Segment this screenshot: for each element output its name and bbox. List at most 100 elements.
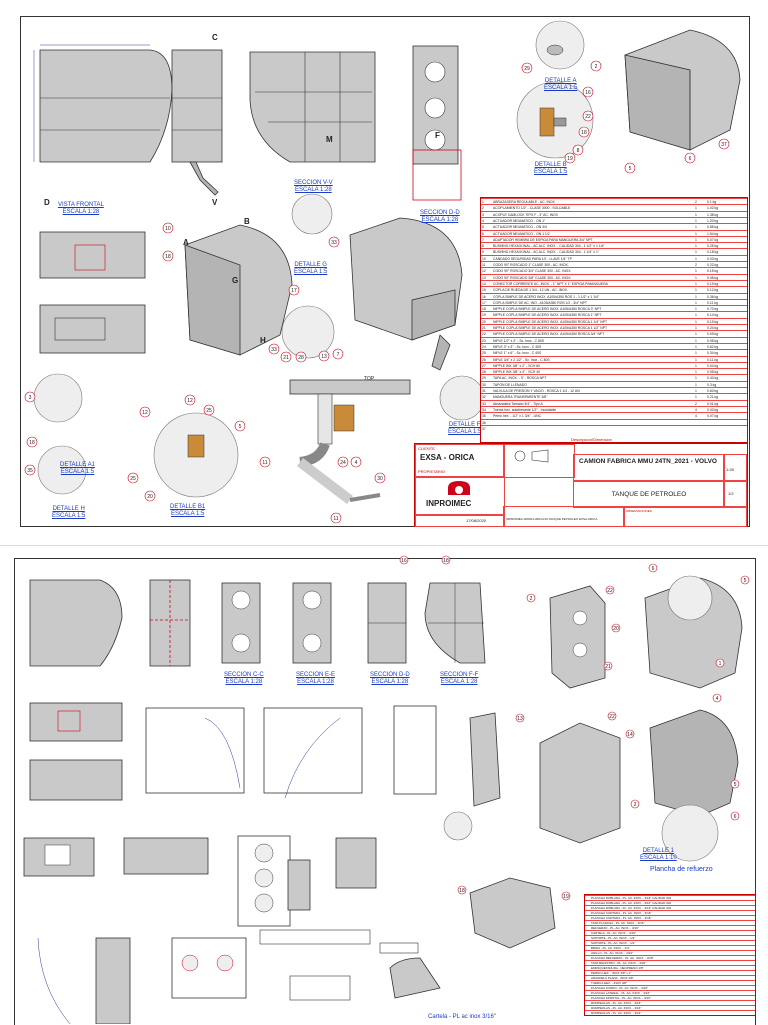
- bom-cell-item: 37: [482, 426, 486, 431]
- bom-cell-w: 0.07 kg: [707, 414, 719, 419]
- observations-cell: OBSERVACIONES: [623, 506, 747, 527]
- detail-circles-sheet-1: [33, 193, 485, 498]
- row-3-views: [23, 835, 556, 949]
- bom-cell-desc: NIPPLE INX 3/8" x 2" - SCH 80: [493, 363, 541, 368]
- bom-cell-qty: 2: [695, 200, 697, 204]
- bom-cell-qty: 1: [695, 332, 697, 337]
- bom-row: TUERCA HEX. - INOX 3/8": [585, 980, 755, 986]
- bom-row: 36: [481, 418, 747, 426]
- row-2-views: [29, 702, 739, 862]
- bom-cell-w: 0.3 kg: [707, 382, 717, 387]
- bom-cell-desc: VALVULA DE PRESION Y VACIO - ROSCA 1 1/4…: [493, 389, 580, 393]
- bom-cell-desc: CODO 90° ROSCADO 3/8" CLASE 300 - AC. IN…: [493, 275, 572, 280]
- bom-cell-qty: 1: [695, 307, 697, 312]
- bom-cell-w: 0.08 kg: [707, 275, 719, 280]
- bom-cell-item: 14: [482, 281, 486, 286]
- bom-row: PLANCHA DOBLADA - PL. AC. INOX. - 3/16" …: [585, 900, 755, 906]
- svg-text:37: 37: [721, 142, 727, 148]
- bom-cell-desc: COPLA SIMPLE DE ACERO INOX. A105/A350 RO…: [493, 294, 600, 299]
- drawing-sheet-2: 16 18 2 22 20 21 6 5 1 4 13 22 14 2 6 5 …: [0, 548, 768, 1025]
- bom-cell-qty: 1: [695, 256, 697, 261]
- svg-text:19: 19: [563, 894, 569, 900]
- svg-text:21: 21: [283, 355, 289, 361]
- bom-cell-w: 0.15 kg: [707, 269, 719, 274]
- svg-text:3: 3: [29, 395, 32, 401]
- svg-text:18: 18: [443, 558, 449, 564]
- drawing-title: TANQUE DE PETROLEO: [611, 491, 687, 498]
- detail-circle-top: [516, 20, 594, 159]
- bom-row: PLANCHA LATERAL - PL. AC. INOX. - 3/16": [585, 990, 755, 996]
- bom-cell-w: 0.11 kg: [707, 357, 718, 362]
- bom-cell-item: 21: [482, 326, 486, 330]
- owner-label: PROPIETARIO: [418, 469, 446, 474]
- drawing-sheet-1: 29 2 16 22 18 8 19 37 6 5 10 18 17 33 33…: [0, 16, 768, 546]
- bom-cell-item: 35: [482, 414, 486, 419]
- bom-cell-item: 9: [482, 250, 484, 255]
- svg-text:18: 18: [165, 254, 171, 260]
- svg-text:33: 33: [331, 240, 337, 246]
- svg-text:25: 25: [130, 476, 136, 482]
- bom-cell-qty: 1: [695, 275, 697, 280]
- bom-cell-w: 0.12 kg: [707, 288, 719, 293]
- bom-cell-qty: 1: [695, 231, 697, 236]
- bom-cell-w: 0.03 kg: [707, 407, 719, 412]
- sheet-2-drawing: 16 18 2 22 20 21 6 5 1 4 13 22 14 2 6 5 …: [23, 555, 750, 1024]
- bom-cell-desc: ACTUADOR NEUMATICO - ON 1 1/2: [493, 231, 550, 236]
- bom-cell-desc: MANGUERA TRANSPARENTE 3/8": [493, 395, 548, 400]
- bom-cell-qty: 1: [695, 281, 697, 286]
- bom-cell-qty: 1: [695, 237, 697, 242]
- bom-cell-desc: PLANCHA CORTADA - PL. AC. INOX. - 3/16": [591, 916, 652, 920]
- bom-cell-w: 0.07 kg: [707, 237, 719, 242]
- bom-cell-desc: NIPPLE COPLA SIMPLE DE ACERO INOX. A105/…: [493, 313, 602, 318]
- bom-cell-w: 0.40 kg: [707, 376, 719, 381]
- svg-text:6: 6: [734, 814, 737, 820]
- bom-cell-item: 31: [482, 389, 486, 393]
- bom-cell-desc: NIPPLE COPLA SIMPLE DE ACERO INOX. A105/…: [493, 319, 608, 324]
- bom-cell-desc: TAPA AC. INOX. - 3" - ROSCA NPT: [493, 376, 547, 381]
- bom-cell-item: 15: [482, 288, 486, 293]
- bom-cell-desc: Tuerca hex. autofrenante 1/2" - Inoxidab…: [493, 407, 557, 412]
- bom-cell-desc: NIPLE 3" x 3" - Sc. Inox - C 40S: [493, 344, 542, 349]
- svg-text:22: 22: [585, 114, 591, 120]
- title-cell: TANQUE DE PETROLEO: [573, 480, 725, 508]
- bom-row: ROMPEOLAS - PL. AC. INOX. - 3/16": [585, 1010, 755, 1016]
- bom-cell-desc: NIPLE 3/4" x 2 1/2" - Sc. Inox - C 80S: [493, 357, 550, 362]
- bom-cell-item: 4: [482, 218, 484, 223]
- bom-cell-qty: 1: [695, 382, 697, 387]
- section-d-d-tank: [412, 45, 462, 201]
- project-name: CAMION FABRICA MMU 24TN_2021 - VOLVO: [579, 458, 717, 465]
- svg-text:20: 20: [613, 626, 619, 632]
- sheet-2-border: [14, 558, 756, 1025]
- svg-text:35: 35: [27, 468, 33, 474]
- bom-row: 37: [481, 424, 747, 432]
- bom-cell-item: 20: [482, 319, 486, 324]
- bom-cell-desc: NIPLE 1/2" x 2" - Sc. Inox - C 80S: [493, 338, 545, 343]
- svg-text:33: 33: [271, 347, 277, 353]
- bom-row: PLANCHA REFUERZO - PL. AC. INOX. - 3/16": [585, 955, 755, 961]
- sheet-number: 1/2: [728, 491, 734, 496]
- row-4-views: [37, 929, 441, 1024]
- bom-row: EMPAQUETADURA - NEOPRENO 1/8": [585, 965, 755, 971]
- bom-cell-desc: PLANCHA FONDO - PL. AC. INOX. - 3/16": [591, 986, 649, 990]
- bom-cell-desc: ANILLO - PL. AC. INOX. - 3/16": [591, 951, 634, 955]
- bom-cell-qty: 1: [695, 357, 697, 362]
- bom-cell-desc: COPLA DE RUEDA DE 1 3/4 - 12 UN - AC. IN…: [493, 288, 568, 293]
- bom-cell-desc: PLANCHA DOBLADA - PL. AC. INOX. - 3/16" …: [591, 901, 672, 905]
- bom-cell-desc: PLANCHA LATERAL - PL. AC. INOX. - 3/16": [591, 991, 651, 995]
- bom-cell-desc: CODO 90° ROSCADO 1" CLASE 300 - AC. INOX…: [493, 263, 569, 267]
